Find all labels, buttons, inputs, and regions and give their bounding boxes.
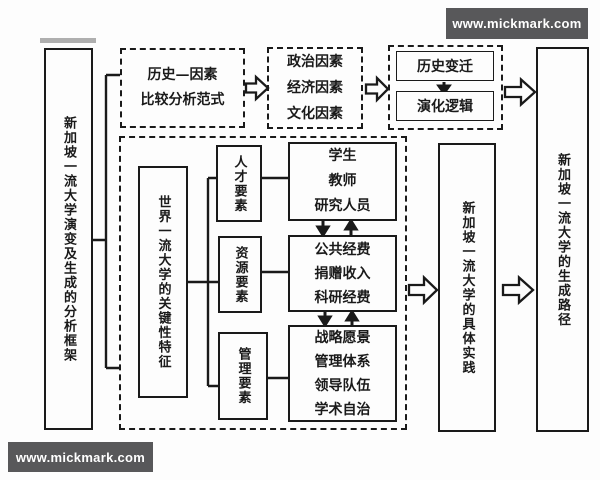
talent-item-students: 学生: [328, 148, 357, 164]
features-group-frame: [119, 136, 407, 430]
management-item-leadership: 领导队伍: [314, 377, 371, 394]
flow-arrow-paradigm-to-factors: [244, 74, 270, 102]
factors-box: 政治因素 经济因素 文化因素: [267, 47, 363, 129]
history-change-label: 历史变迁: [417, 59, 473, 75]
talent-item-researchers: 研究人员: [314, 198, 371, 214]
talent-item-teachers: 教师: [328, 173, 357, 189]
flow-arrow-factors-to-evolution: [364, 75, 390, 103]
factor-cultural: 文化因素: [287, 106, 343, 122]
history-change-box: 历史变迁: [396, 51, 494, 81]
factor-political: 政治因素: [287, 54, 343, 70]
management-element-box: 管理要素: [218, 332, 268, 420]
analysis-framework-box: 新加坡一流大学演变及生成的分析框架: [44, 48, 93, 430]
management-item-autonomy: 学术自治: [314, 401, 371, 418]
flow-arrow-practice-to-path: [501, 274, 535, 306]
talent-element-label: 人才要素: [231, 154, 247, 213]
watermark-bottom-text: www.mickmark.com: [15, 449, 146, 465]
flow-arrow-features-to-practice: [407, 274, 439, 306]
evolution-box: 历史变迁 演化逻辑: [388, 45, 503, 130]
talent-items-box: 学生 教师 研究人员: [288, 142, 397, 221]
management-items-box: 战略愿景 管理体系 领导队伍 学术自治: [288, 325, 397, 422]
practice-label: 新加坡一流大学的具体实践: [459, 200, 475, 375]
resource-items-box: 公共经费 捐赠收入 科研经费: [288, 235, 397, 312]
factor-economic: 经济因素: [287, 80, 343, 96]
paradigm-line2: 比较分析范式: [140, 92, 225, 108]
watermark-banner-top: www.mickmark.com: [446, 8, 588, 39]
resource-item-public-funds: 公共经费: [314, 241, 371, 258]
talent-element-box: 人才要素: [216, 145, 262, 222]
resource-element-box: 资源要素: [218, 236, 262, 313]
paradigm-box: 历史—因素 比较分析范式: [120, 48, 245, 128]
resource-item-donations: 捐赠收入: [314, 265, 371, 282]
flow-arrow-evolution-to-path: [503, 76, 537, 108]
watermark-banner-bottom: www.mickmark.com: [8, 442, 153, 472]
key-features-box: 世界一流大学的关键性特征: [138, 166, 188, 398]
generation-path-label: 新加坡一流大学的生成路径: [555, 152, 570, 327]
evolution-logic-label: 演化逻辑: [417, 99, 473, 115]
management-element-label: 管理要素: [235, 347, 251, 405]
management-item-system: 管理体系: [314, 353, 371, 370]
watermark-top-text: www.mickmark.com: [452, 16, 582, 31]
resource-element-label: 资源要素: [232, 245, 248, 304]
key-features-label: 世界一流大学的关键性特征: [155, 195, 171, 369]
resource-item-research-funds: 科研经费: [314, 289, 371, 306]
analysis-framework-label: 新加坡一流大学演变及生成的分析框架: [61, 115, 76, 363]
evolution-logic-box: 演化逻辑: [396, 91, 494, 121]
generation-path-box: 新加坡一流大学的生成路径: [536, 47, 589, 432]
management-item-vision: 战略愿景: [314, 329, 371, 346]
paradigm-line1: 历史—因素: [147, 67, 218, 83]
scan-artifact: [40, 38, 96, 43]
practice-box: 新加坡一流大学的具体实践: [438, 143, 496, 432]
